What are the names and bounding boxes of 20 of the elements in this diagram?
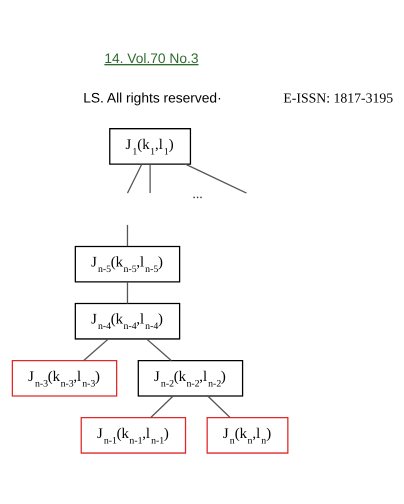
label: E-ISSN: 1817-3195	[283, 90, 394, 105]
connector	[149, 164, 151, 193]
label: LS. All rights reserved·	[83, 90, 222, 105]
node-box: J$_{n-2}$(k$_{n-2}$,l$_{n-2}$)	[138, 359, 244, 396]
node-box: J$_{1}$(k$_{1}$,l$_{1}$)	[109, 128, 192, 164]
label: ...	[192, 185, 203, 200]
connector	[146, 338, 172, 361]
node-box: J$_{n-3}$(k$_{n-3}$,l$_{n-3}$)	[12, 359, 118, 396]
connector	[126, 224, 128, 246]
label: 14. Vol.70 No.3	[104, 50, 198, 66]
connector	[185, 163, 247, 194]
connector	[207, 395, 231, 418]
connector	[126, 281, 128, 304]
connector	[126, 163, 142, 193]
node-box: J$_{n-4}$(k$_{n-4}$,l$_{n-4}$)	[74, 302, 180, 340]
connector	[150, 395, 174, 418]
node-box: J$_{n-1}$(k$_{n-1}$,l$_{n-1}$)	[80, 416, 186, 454]
connector	[83, 338, 109, 361]
node-box: J$_{n}$(k$_{n}$,l$_{n}$)	[206, 416, 288, 454]
node-box: J$_{n-5}$(k$_{n-5}$,l$_{n-5}$)	[74, 245, 180, 282]
